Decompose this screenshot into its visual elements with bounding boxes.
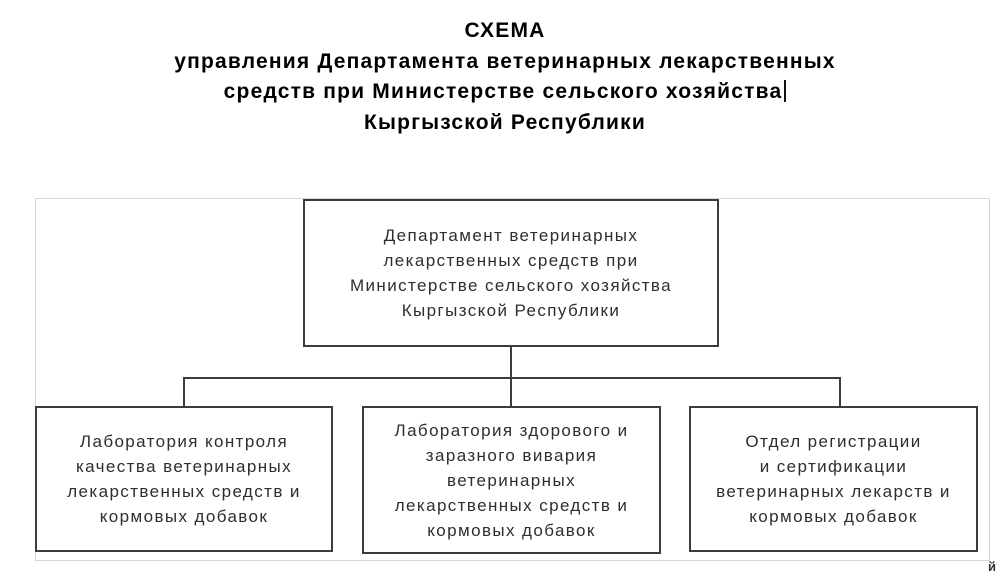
connector-drop-left xyxy=(183,377,185,407)
org-box-vivarium-lab: Лаборатория здорового и заразного вивари… xyxy=(362,406,661,554)
title-line-1: СХЕМА xyxy=(464,19,546,42)
connector-drop-right xyxy=(839,377,841,407)
org-box-quality-control-lab: Лаборатория контроля качества ветеринарн… xyxy=(35,406,333,552)
box-text-line: качества ветеринарных xyxy=(75,457,293,476)
box-text-line: лекарственных средств при xyxy=(383,251,639,270)
box-text-line: Лаборатория здорового и xyxy=(394,420,629,440)
stray-character: й xyxy=(988,559,996,574)
box-text-line: Департамент ветеринарных xyxy=(383,226,639,245)
org-box-registration-certification: Отдел регистрации и сертификации ветерин… xyxy=(689,406,978,552)
connector-horizontal-bar xyxy=(183,377,841,379)
box-text-line: Лаборатория контроля xyxy=(79,432,289,451)
box-text-line: Отдел регистрации xyxy=(745,432,922,451)
box-text-line: кормовых добавок xyxy=(749,507,918,526)
connector-root-stem xyxy=(510,347,512,378)
box-text-line: заразного вивария xyxy=(425,445,598,465)
box-text-line: кормовых добавок xyxy=(99,507,269,526)
title-line-3-text: средств при Министерстве сельского хозяй… xyxy=(223,80,783,103)
title-line-4: Кыргызской Республики xyxy=(364,110,646,134)
box-text-line: кормовых добавок xyxy=(427,520,596,540)
title-line-2: управления Департамента ветеринарных лек… xyxy=(174,49,836,73)
box-text-line: Кыргызской Республики xyxy=(401,301,621,320)
org-box-department-root: Департамент ветеринарных лекарственных с… xyxy=(303,199,719,347)
title-line-3: средств при Министерстве сельского хозяй… xyxy=(0,77,1000,108)
box-text-line: лекарственных средств и xyxy=(394,495,629,515)
diagram-title: СХЕМА управления Департамента ветеринарн… xyxy=(0,16,1000,138)
connector-drop-middle xyxy=(510,377,512,407)
box-text-line: Министерстве сельского хозяйства xyxy=(349,276,673,295)
box-text-line: и сертификации xyxy=(759,457,908,476)
box-text-line: ветеринарных лекарств и xyxy=(716,482,951,501)
box-text-line: ветеринарных xyxy=(447,470,576,490)
box-text-line: лекарственных средств и xyxy=(67,482,301,501)
text-cursor xyxy=(784,80,787,102)
